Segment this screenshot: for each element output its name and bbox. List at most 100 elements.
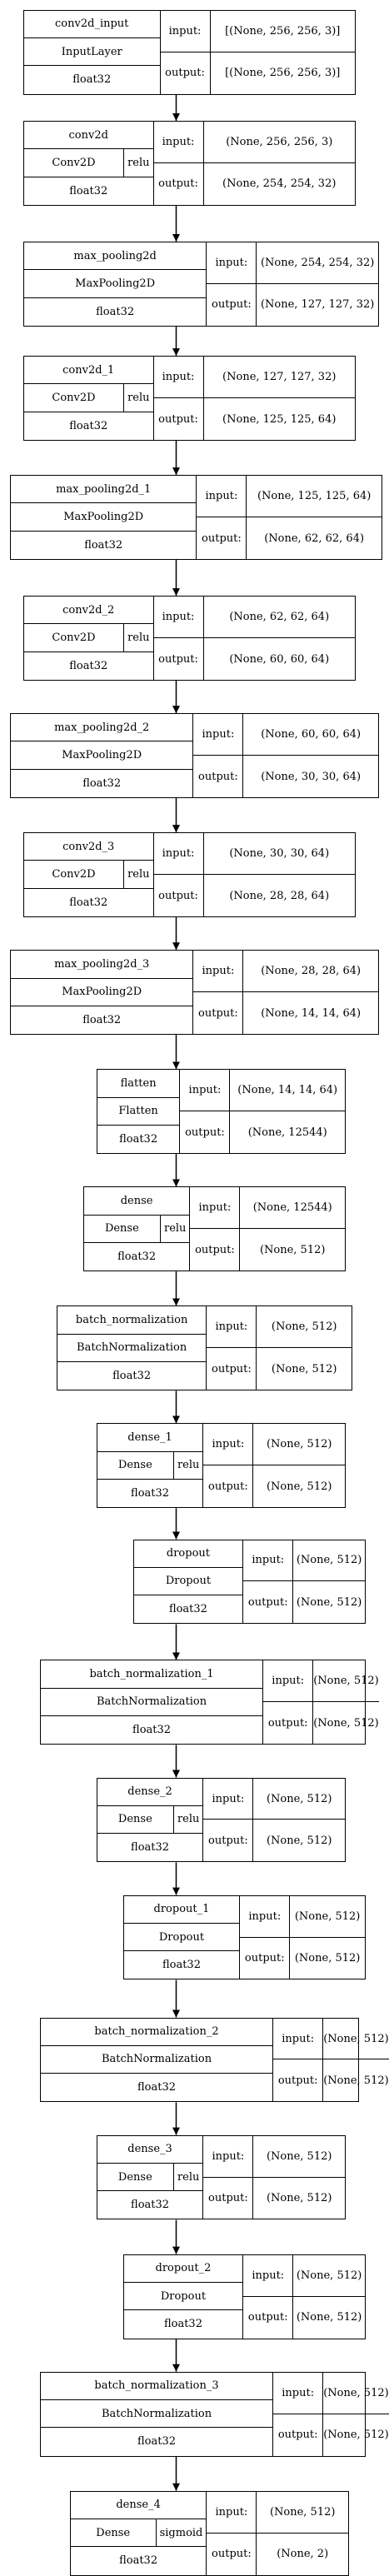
input-label: input: xyxy=(273,2372,324,2414)
layer-activation: relu xyxy=(123,624,152,651)
input-shape: (None, 512) xyxy=(290,1896,365,1938)
input-shape: (None, 512) xyxy=(257,1306,352,1349)
input-shape: (None, 12544) xyxy=(240,1187,345,1230)
layer-io: input:(None, 512)output:(None, 512) xyxy=(203,2135,345,2219)
layer-activation: relu xyxy=(123,149,152,177)
layer-activation: relu xyxy=(123,861,152,888)
layer-io: input:(None, 512)output:(None, 512) xyxy=(240,1895,365,1979)
layer-dtype: float32 xyxy=(24,66,161,94)
layer-name: dropout_2 xyxy=(123,2254,244,2283)
layer-name: dropout xyxy=(133,1540,244,1568)
layer-dtype: float32 xyxy=(41,2074,274,2102)
input-shape: (None, 512) xyxy=(253,1424,345,1466)
layer-type-cell: Dropout xyxy=(123,2282,244,2311)
layer-name: max_pooling2d_3 xyxy=(10,951,194,979)
layer-type: MaxPooling2D xyxy=(62,986,142,999)
output-label: output: xyxy=(193,992,244,1035)
layer-io: input:(None, 12544)output:(None, 512) xyxy=(190,1187,345,1271)
layer-name: dropout_1 xyxy=(123,1895,241,1924)
input-shape: (None, 256, 256, 3) xyxy=(203,122,355,163)
layer-dtype: float32 xyxy=(97,1125,181,1154)
layer-name: conv2d_2 xyxy=(23,597,154,625)
output-shape: (None, 512) xyxy=(296,2311,362,2324)
edges-layer xyxy=(172,94,180,2491)
output-label: output: xyxy=(193,756,244,798)
output-shape: (None, 28, 28, 64) xyxy=(229,889,330,902)
layer-io: input:(None, 512)output:(None, 512) xyxy=(203,1778,345,1862)
layer-name: dense_2 xyxy=(97,1778,204,1806)
layer-name: dense_1 xyxy=(97,1424,204,1452)
layer-activation: relu xyxy=(172,2163,202,2191)
output-label: output: xyxy=(273,2059,324,2102)
layer-name: max_pooling2d_2 xyxy=(10,714,194,742)
layer-io: input:(None, 30, 30, 64)output:(None, 28… xyxy=(153,833,355,917)
layer-type-cell: Flatten xyxy=(97,1097,181,1126)
layer-type-cell: MaxPooling2D xyxy=(10,978,194,1006)
layer-type: MaxPooling2D xyxy=(63,511,144,524)
input-label: input: xyxy=(203,2135,254,2178)
input-shape: (None, 254, 254, 32) xyxy=(257,242,378,284)
layer-name: conv2d_input xyxy=(23,10,161,39)
output-label: output: xyxy=(240,1937,291,1979)
input-shape: (None, 512) xyxy=(293,2255,365,2297)
layer-name: batch_normalization_1 xyxy=(40,1660,264,1689)
layer-type-cell: Dropout xyxy=(123,1923,241,1952)
input-shape: (None, 512) xyxy=(323,2373,389,2414)
output-shape: (None, 512) xyxy=(323,2074,389,2087)
output-shape: (None, 30, 30, 64) xyxy=(261,770,362,783)
output-shape: (None, 512) xyxy=(271,1362,337,1375)
input-shape: (None, 512) xyxy=(253,1779,345,1820)
layer-io: input:(None, 512)output:(None, 512) xyxy=(263,1660,379,1745)
output-shape: (None, 14, 14, 64) xyxy=(261,1006,362,1020)
layer-dtype: float32 xyxy=(124,1951,241,1979)
output-shape: (None, 62, 62, 64) xyxy=(264,532,365,545)
layer-type-cell: Dropout xyxy=(133,1567,244,1596)
input-shape: (None, 512) xyxy=(293,1540,365,1582)
layer-type-cell: MaxPooling2D xyxy=(23,270,207,298)
input-shape: (None, 30, 30, 64) xyxy=(203,833,355,876)
input-label: input: xyxy=(203,1424,254,1466)
layer-io: input:(None, 127, 127, 32)output:(None, … xyxy=(153,357,355,440)
input-label: input: xyxy=(203,1778,254,1820)
output-label: output: xyxy=(190,1229,241,1271)
layer-dtype: float32 xyxy=(24,651,154,680)
input-label: input: xyxy=(197,476,247,518)
layer-dtype: float32 xyxy=(97,1834,204,1862)
input-shape: (None, 127, 127, 32) xyxy=(203,357,355,399)
layer-dtype: float32 xyxy=(84,1242,191,1271)
layer-type-cell: InputLayer xyxy=(23,38,161,67)
input-shape: (None, 512) xyxy=(257,2492,348,2534)
layer-type: MaxPooling2D xyxy=(75,277,156,290)
output-shape: (None, 512) xyxy=(259,1243,326,1256)
input-shape: (None, 512) xyxy=(253,2136,345,2178)
input-shape: (None, 62, 62, 64) xyxy=(203,597,355,639)
layer-name: conv2d xyxy=(23,121,154,150)
layer-type: MaxPooling2D xyxy=(62,749,142,762)
layer-activation: relu xyxy=(123,384,152,412)
input-shape: (None, 512) xyxy=(313,1660,379,1703)
output-label: output: xyxy=(243,1581,294,1624)
input-label: input: xyxy=(153,597,204,639)
output-shape: [(None, 256, 256, 3)] xyxy=(225,67,341,80)
input-label: input: xyxy=(180,1070,231,1112)
layer-type-cell: BatchNormalization xyxy=(40,2399,274,2429)
output-shape: (None, 12544) xyxy=(247,1126,327,1139)
output-label: output: xyxy=(243,2296,294,2339)
layer-name: dense_3 xyxy=(97,2135,204,2164)
output-shape: (None, 2) xyxy=(277,2548,329,2561)
layer-io: input:(None, 14, 14, 64)output:(None, 12… xyxy=(180,1070,345,1154)
layer-type: InputLayer xyxy=(61,45,122,58)
